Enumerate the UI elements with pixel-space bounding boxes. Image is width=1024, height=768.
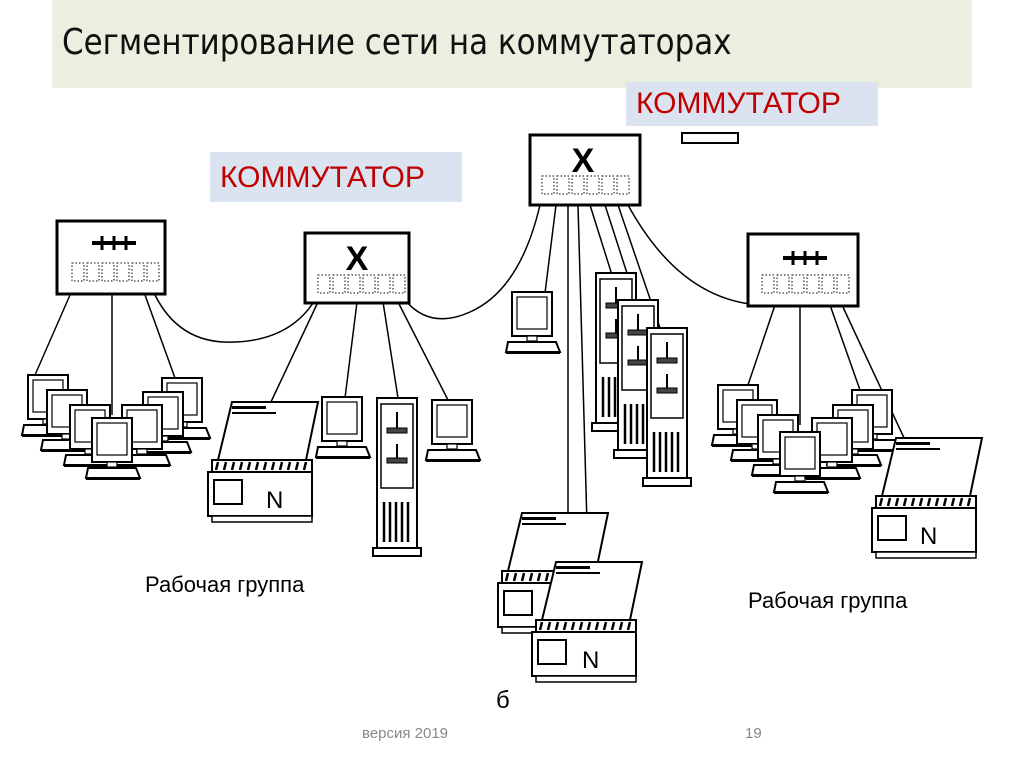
switch-x-icon: X [572,142,595,180]
page-number: 19 [745,725,762,742]
workgroup-right-label: Рабочая группа [748,588,908,613]
printer-right: N [870,436,984,560]
hub-icon [783,251,827,265]
server-tower [371,396,423,558]
figure-letter: б [496,687,510,714]
workstation [773,431,829,494]
workgroup-left-workstations [21,374,211,480]
printer-letter: N [582,647,599,674]
connection-lines [34,204,906,561]
switch-module [681,132,739,144]
footer-version: версия 2019 [362,725,449,742]
printer-letter: N [266,487,283,514]
printer-letter: N [920,523,937,550]
workstation [85,417,141,480]
workstation [315,396,371,459]
switch-callout-top: КОММУТАТОР [626,82,878,126]
workstation [505,291,561,354]
switch-x-icon: X [346,240,369,278]
switch-left: X [303,231,411,305]
server-cluster [590,271,693,488]
hub-left [55,219,167,296]
printer-center-front: N [530,560,644,684]
hub-right [746,232,860,308]
switch-center-top: X [528,133,642,207]
switch-callout-left: КОММУТАТОР [210,152,462,202]
title-band: Сегментирование сети на коммутаторах [52,0,972,88]
workstation [425,399,481,462]
workgroup-right-workstations [711,384,901,494]
slide-title: Сегментирование сети на коммутаторах [62,22,732,63]
hub-icon [92,236,136,250]
workgroup-left-label: Рабочая группа [145,572,305,597]
printer-left: N [206,400,320,524]
